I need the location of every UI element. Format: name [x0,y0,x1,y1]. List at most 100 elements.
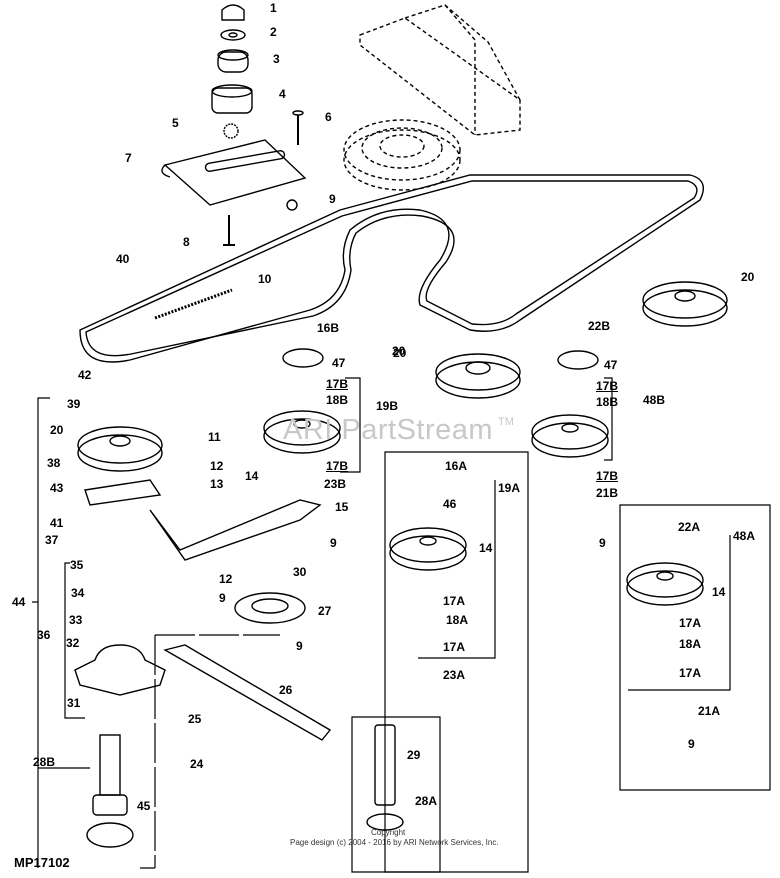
callout-41: 41 [50,516,64,530]
callout-17B: 17B [596,469,619,483]
callout-47: 47 [604,358,618,372]
nut-9 [286,199,298,211]
callout-33: 33 [69,613,83,627]
callout-17B: 17B [326,377,349,391]
spindle-housing [74,644,166,848]
arm-15 [149,499,322,561]
flange-27 [234,592,306,624]
callout-20: 20 [50,423,64,437]
callout-9: 9 [296,639,303,653]
callout-29: 29 [407,748,421,762]
callout-48A: 48A [733,529,756,543]
callout-43: 43 [50,481,64,495]
callout-18A: 18A [446,613,469,627]
callout-24: 24 [190,757,204,771]
callout-27: 27 [318,604,332,618]
callout-46: 46 [443,497,457,511]
callout-47: 47 [332,356,346,370]
callout-15: 15 [335,500,349,514]
callout-17A: 17A [443,594,466,608]
callout-14: 14 [712,585,726,599]
callout-42: 42 [78,368,92,382]
bracket-plate [161,139,307,206]
copyright-label: Copyright [371,828,406,837]
callout-36: 36 [37,628,51,642]
callout-18A: 18A [679,637,702,651]
callout-18B: 18B [596,395,619,409]
pulley-20-left [77,426,163,472]
callout-44: 44 [12,595,26,609]
washer-47b [557,350,599,370]
callout-30: 30 [293,565,307,579]
callout-16B: 16B [317,321,340,335]
top-hardware [211,4,304,145]
callout-9: 9 [219,591,226,605]
callout-9: 9 [599,536,606,550]
spring-10 [154,288,233,320]
belt-40 [79,174,704,363]
callout-4: 4 [279,87,286,101]
callout-25: 25 [188,712,202,726]
callout-12: 12 [210,459,224,473]
callout-21A: 21A [698,704,721,718]
callout-22A: 22A [678,520,701,534]
callout-8: 8 [183,235,190,249]
pulley-48A [626,562,704,606]
callout-9: 9 [330,536,337,550]
callout-1: 1 [270,1,277,15]
callout-9: 9 [688,737,695,751]
callout-10: 10 [258,272,272,286]
callout-48B: 48B [643,393,666,407]
callout-32: 32 [66,636,80,650]
callout-17A: 17A [679,666,702,680]
callout-11: 11 [208,430,221,444]
callout-23A: 23A [443,668,466,682]
pulley-19B [263,410,341,454]
callout-14: 14 [479,541,493,555]
washer-47a [282,348,324,368]
callout-7: 7 [125,151,132,165]
callout-37: 37 [45,533,59,547]
callout-3: 3 [273,52,280,66]
pulley-20-right [642,281,728,327]
dashed-pulley [343,119,461,191]
callout-14: 14 [245,469,259,483]
callout-16A: 16A [445,459,468,473]
deck-bracket [359,4,521,136]
pulley-19A [389,527,467,571]
callout-28A: 28A [415,794,438,808]
callout-45: 45 [137,799,151,813]
callout-23B: 23B [324,477,347,491]
watermark: ARI PartStream [283,414,494,446]
diagram-code: MP17102 [14,855,70,870]
callout-38: 38 [47,456,61,470]
bearing-28A [366,813,404,831]
bolt-8 [223,215,235,246]
callout-17A: 17A [443,640,466,654]
footer-text: Page design (c) 2004 - 2016 by ARI Netwo… [290,838,499,847]
callout-6: 6 [325,110,332,124]
shaft-29 [374,724,396,806]
callout-9: 9 [329,192,336,206]
trademark-mark: TM [498,416,514,428]
callout-26: 26 [279,683,293,697]
callout-28B: 28B [33,755,56,769]
callout-17B: 17B [326,459,349,473]
pulley-48B [531,414,609,458]
callout-21B: 21B [596,486,619,500]
callout-5: 5 [172,116,179,130]
callout-13: 13 [210,477,224,491]
callout-17B: 17B [596,379,619,393]
bracket-lines [32,377,771,873]
arm-43 [84,479,162,506]
callout-19A: 19A [498,481,521,495]
pulley-20-center [435,353,521,399]
callout-20: 20 [393,346,407,360]
blade-26 [163,644,332,741]
callout-19B: 19B [376,399,399,413]
callout-17A: 17A [679,616,702,630]
callout-34: 34 [71,586,85,600]
callout-18B: 18B [326,393,349,407]
callout-31: 31 [67,696,81,710]
